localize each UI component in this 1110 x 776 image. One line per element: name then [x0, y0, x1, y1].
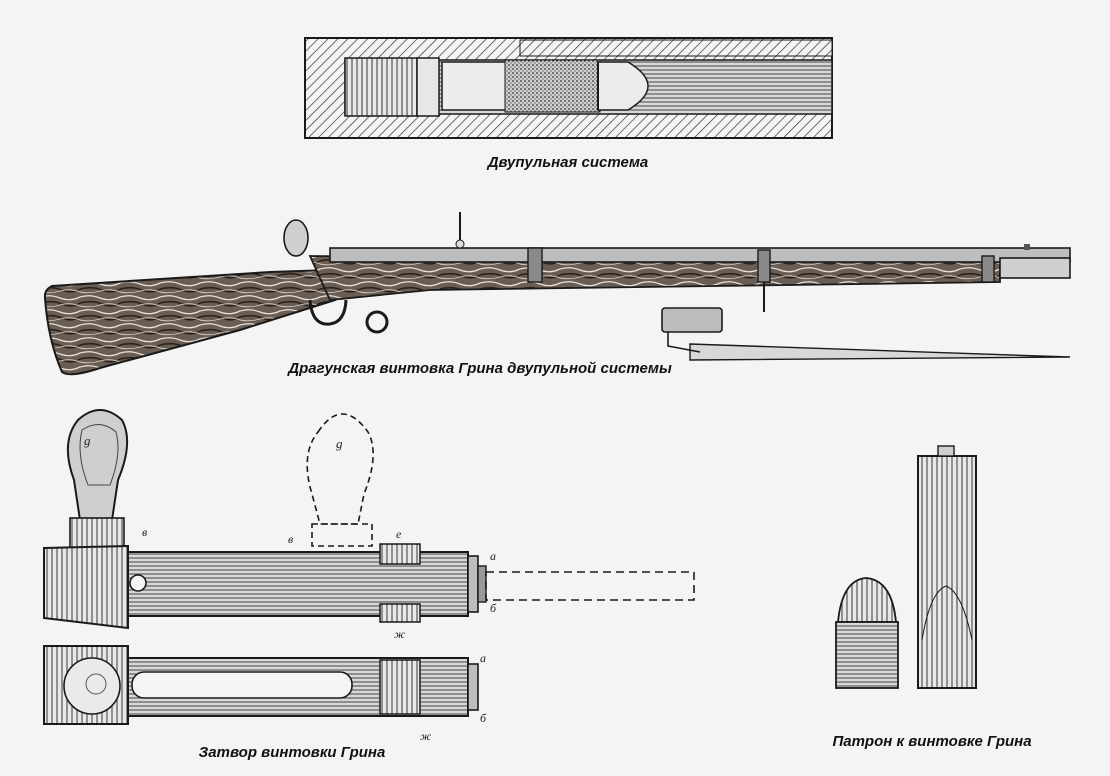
label-v-right: в — [288, 532, 293, 546]
label-v-left: в — [142, 525, 147, 539]
label-b-top: б — [480, 711, 487, 725]
bolt-side-view — [43, 409, 695, 630]
dragoon-rifle-drawing — [43, 212, 1071, 376]
caption-bolt: Затвор винтовки Грина — [199, 744, 386, 761]
bolt-top-view — [43, 645, 479, 725]
caption-dragoon-rifle: Драгунская винтовка Грина двупульной сис… — [286, 360, 672, 377]
label-a-top: а — [480, 651, 486, 665]
bayonet-drawing — [661, 307, 1071, 361]
bullet-drawing — [835, 577, 899, 689]
label-handle-ghost: g — [336, 436, 343, 451]
caption-double-bullet: Двупульная система — [486, 154, 649, 171]
paper-cartridge-drawing — [917, 445, 977, 689]
label-zh: ж — [394, 627, 405, 641]
label-handle: g — [84, 433, 91, 448]
double-bullet-section-drawing — [304, 37, 833, 139]
label-zh-top: ж — [420, 729, 431, 743]
caption-cartridge: Патрон к винтовке Грина — [832, 733, 1031, 750]
label-b: б — [490, 601, 497, 615]
label-a: а — [490, 549, 496, 563]
label-e: е — [396, 527, 402, 541]
